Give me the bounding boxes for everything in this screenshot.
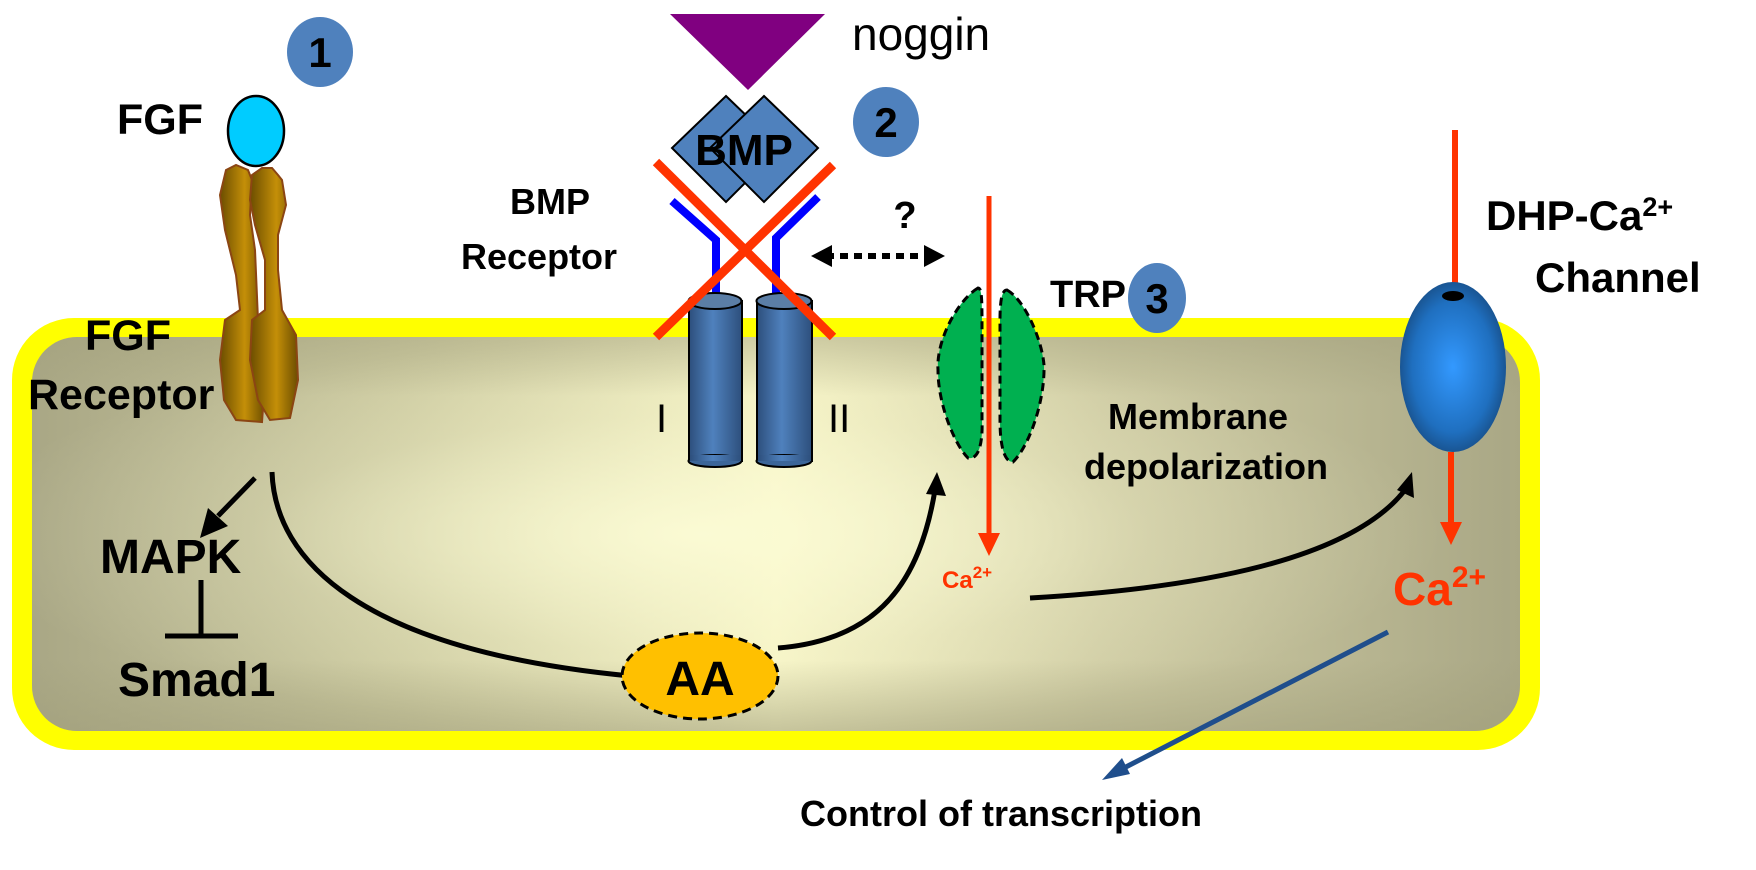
mapk-inhibits-smad1 — [165, 580, 238, 639]
fgf-label: FGF — [117, 96, 203, 144]
inhibition-cross — [652, 158, 837, 341]
svg-text:1: 1 — [308, 29, 331, 76]
trp-label: TRP — [1050, 274, 1126, 316]
ca-dhp-label: Ca2+ — [1393, 561, 1486, 615]
step-marker-2: 2 — [853, 87, 919, 157]
bmp-receptor-type-1 — [687, 292, 743, 468]
depolarization-arrow — [1029, 472, 1414, 601]
step-marker-1: 1 — [287, 17, 353, 87]
ca-trp-label: Ca2+ — [942, 563, 992, 594]
dhp-calcium-channel — [1400, 130, 1506, 545]
fgf-to-mapk-arrow — [200, 476, 257, 538]
fgf-ligand — [226, 94, 286, 168]
svg-text:BMP: BMP — [695, 126, 793, 175]
smad1-label: Smad1 — [118, 654, 276, 707]
svg-text:AA: AA — [665, 653, 734, 706]
fgf-receptor-label-line2: Receptor — [28, 371, 215, 419]
fgf-receptor-label-line1: FGF — [85, 312, 171, 360]
bmp-ligand: BMP — [670, 94, 820, 204]
bmp-receptor-label-line1: BMP — [510, 181, 590, 222]
noggin-label: noggin — [852, 8, 991, 60]
dhp-channel-label-line2: Channel — [1535, 254, 1701, 301]
noggin-triangle — [670, 14, 825, 90]
aa-to-trp-arrow — [777, 472, 946, 651]
bmp-receptor-type-2 — [755, 292, 813, 468]
control-of-transcription-label: Control of transcription — [800, 793, 1202, 834]
receptor-type-2-label: II — [828, 397, 850, 441]
fgf-receptor-dimer — [218, 163, 300, 424]
svg-text:3: 3 — [1145, 275, 1168, 322]
calcium-to-transcription-arrow — [1102, 629, 1390, 780]
receptor-type-1-label: I — [656, 397, 667, 441]
question-mark: ? — [893, 195, 916, 237]
arachidonic-acid: AA — [620, 631, 780, 721]
membrane-depolarization-line1: Membrane — [1108, 396, 1289, 437]
step-marker-3: 3 — [1128, 263, 1186, 333]
bmp-receptor-label-line2: Receptor — [461, 236, 618, 277]
mapk-label: MAPK — [100, 531, 242, 584]
fgf-to-aa-curve — [269, 471, 631, 679]
bidirectional-dotted-arrow — [811, 245, 945, 267]
trp-channel — [936, 286, 1046, 464]
trp-calcium-arrow — [978, 196, 1000, 556]
dhp-channel-label-line1: DHP-Ca2+ — [1486, 192, 1674, 239]
svg-text:2: 2 — [874, 99, 897, 146]
membrane-depolarization-line2: depolarization — [1084, 446, 1329, 487]
